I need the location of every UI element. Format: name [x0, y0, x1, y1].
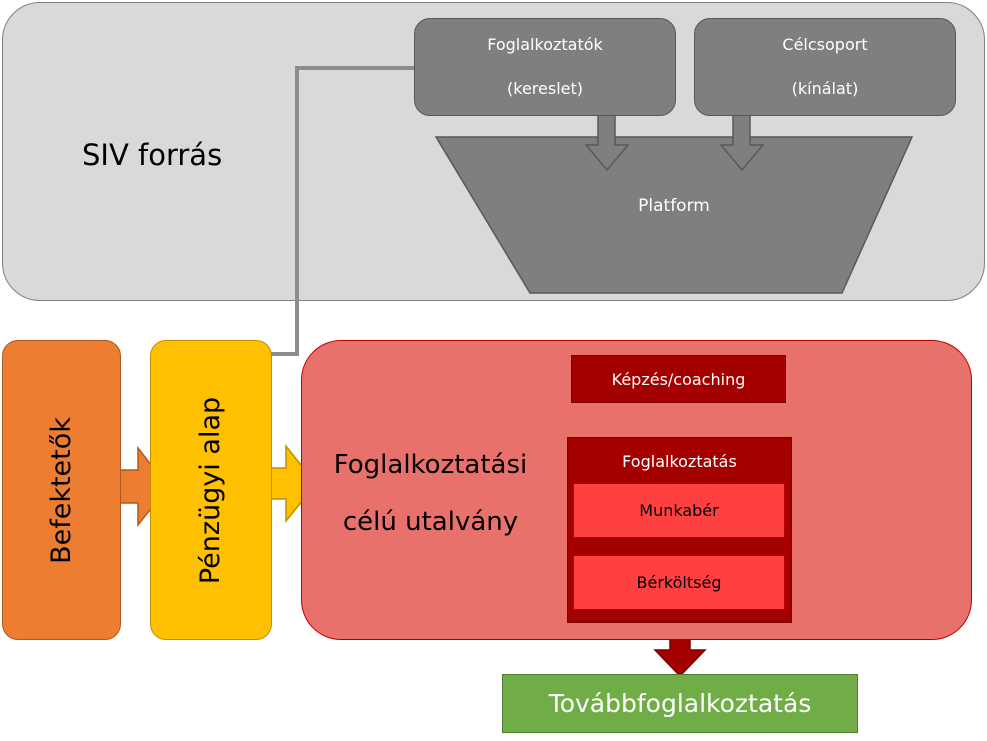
platform-label: Platform	[638, 196, 710, 216]
voucher-title-line2: célú utalvány	[342, 507, 519, 537]
investors-box: Befektetők	[2, 340, 121, 640]
target-group-label: Célcsoport	[782, 35, 868, 54]
financial-fund-box: Pénzügyi alap	[150, 340, 272, 640]
employers-to-fund-connector	[262, 66, 414, 356]
target-group-supply-label: (kínálat)	[791, 79, 859, 98]
platform-trapezoid	[434, 136, 914, 294]
wage-box: Munkabér	[573, 483, 785, 538]
investors-label: Befektetők	[46, 416, 78, 564]
employment-label: Foglalkoztatás	[622, 452, 737, 471]
siv-source-title: SIV forrás	[82, 138, 223, 172]
employers-label: Foglalkoztatók	[487, 35, 603, 54]
employers-demand-label: (kereslet)	[507, 79, 583, 98]
voucher-title-line1: Foglalkoztatási	[333, 450, 528, 480]
financial-fund-label: Pénzügyi alap	[195, 396, 227, 584]
target-group-supply-box: Célcsoport (kínálat)	[694, 18, 956, 116]
continued-employment-box: Továbbfoglalkoztatás	[502, 674, 858, 733]
training-coaching-box: Képzés/coaching	[571, 355, 786, 403]
employment-voucher-title: Foglalkoztatási célú utalvány	[318, 437, 543, 551]
employers-demand-box: Foglalkoztatók (kereslet)	[414, 18, 676, 116]
wage-cost-box: Bérköltség	[573, 555, 785, 610]
